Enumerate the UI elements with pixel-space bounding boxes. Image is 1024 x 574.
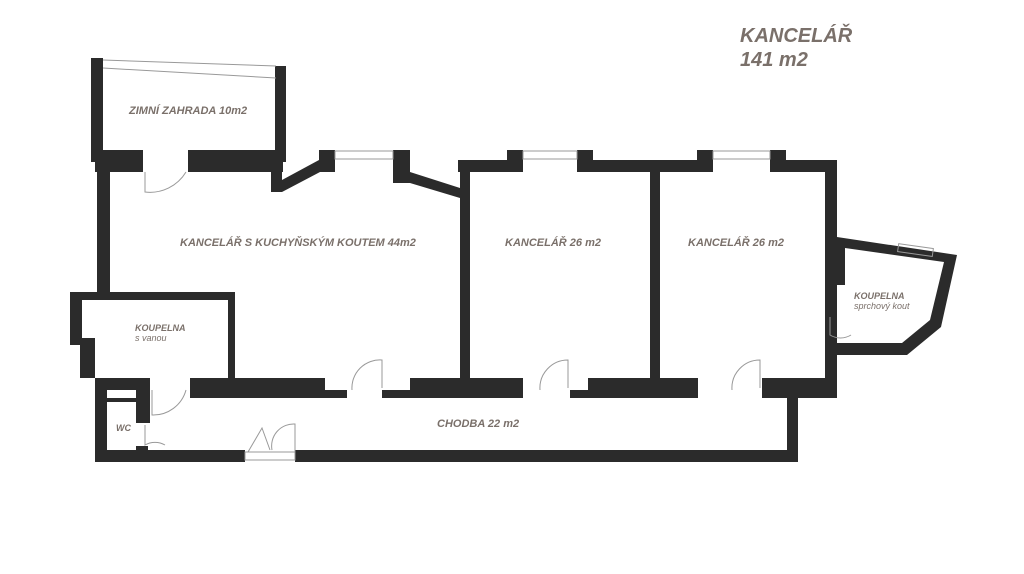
room-label-office-kitchen: KANCELÁŘ S KUCHYŇSKÝM KOUTEM 44m2 xyxy=(180,237,416,249)
room-label-bathroom-tub: KOUPELNA s vanou xyxy=(135,323,186,343)
room-label-wc: WC xyxy=(116,423,131,433)
room-label-office-2: KANCELÁŘ 26 m2 xyxy=(688,237,784,249)
room-label-winter-garden: ZIMNÍ ZAHRADA 10m2 xyxy=(129,105,248,117)
room-label-bathroom-shower: KOUPELNA sprchový kout xyxy=(854,291,910,311)
bathroom-shower-note: sprchový kout xyxy=(854,301,910,311)
plan-title: KANCELÁŘ 141 m2 xyxy=(740,24,852,72)
plan-title-name: KANCELÁŘ xyxy=(740,25,853,47)
doors-windows xyxy=(102,59,934,461)
room-label-corridor: CHODBA 22 m2 xyxy=(437,418,520,430)
bathroom-tub-note: s vanou xyxy=(135,333,167,343)
bathroom-shower-name: KOUPELNA xyxy=(854,291,905,301)
room-label-office-1: KANCELÁŘ 26 m2 xyxy=(505,237,601,249)
plan-title-area: 141 m2 xyxy=(740,49,808,71)
walls xyxy=(70,58,957,462)
bathroom-tub-name: KOUPELNA xyxy=(135,323,186,333)
